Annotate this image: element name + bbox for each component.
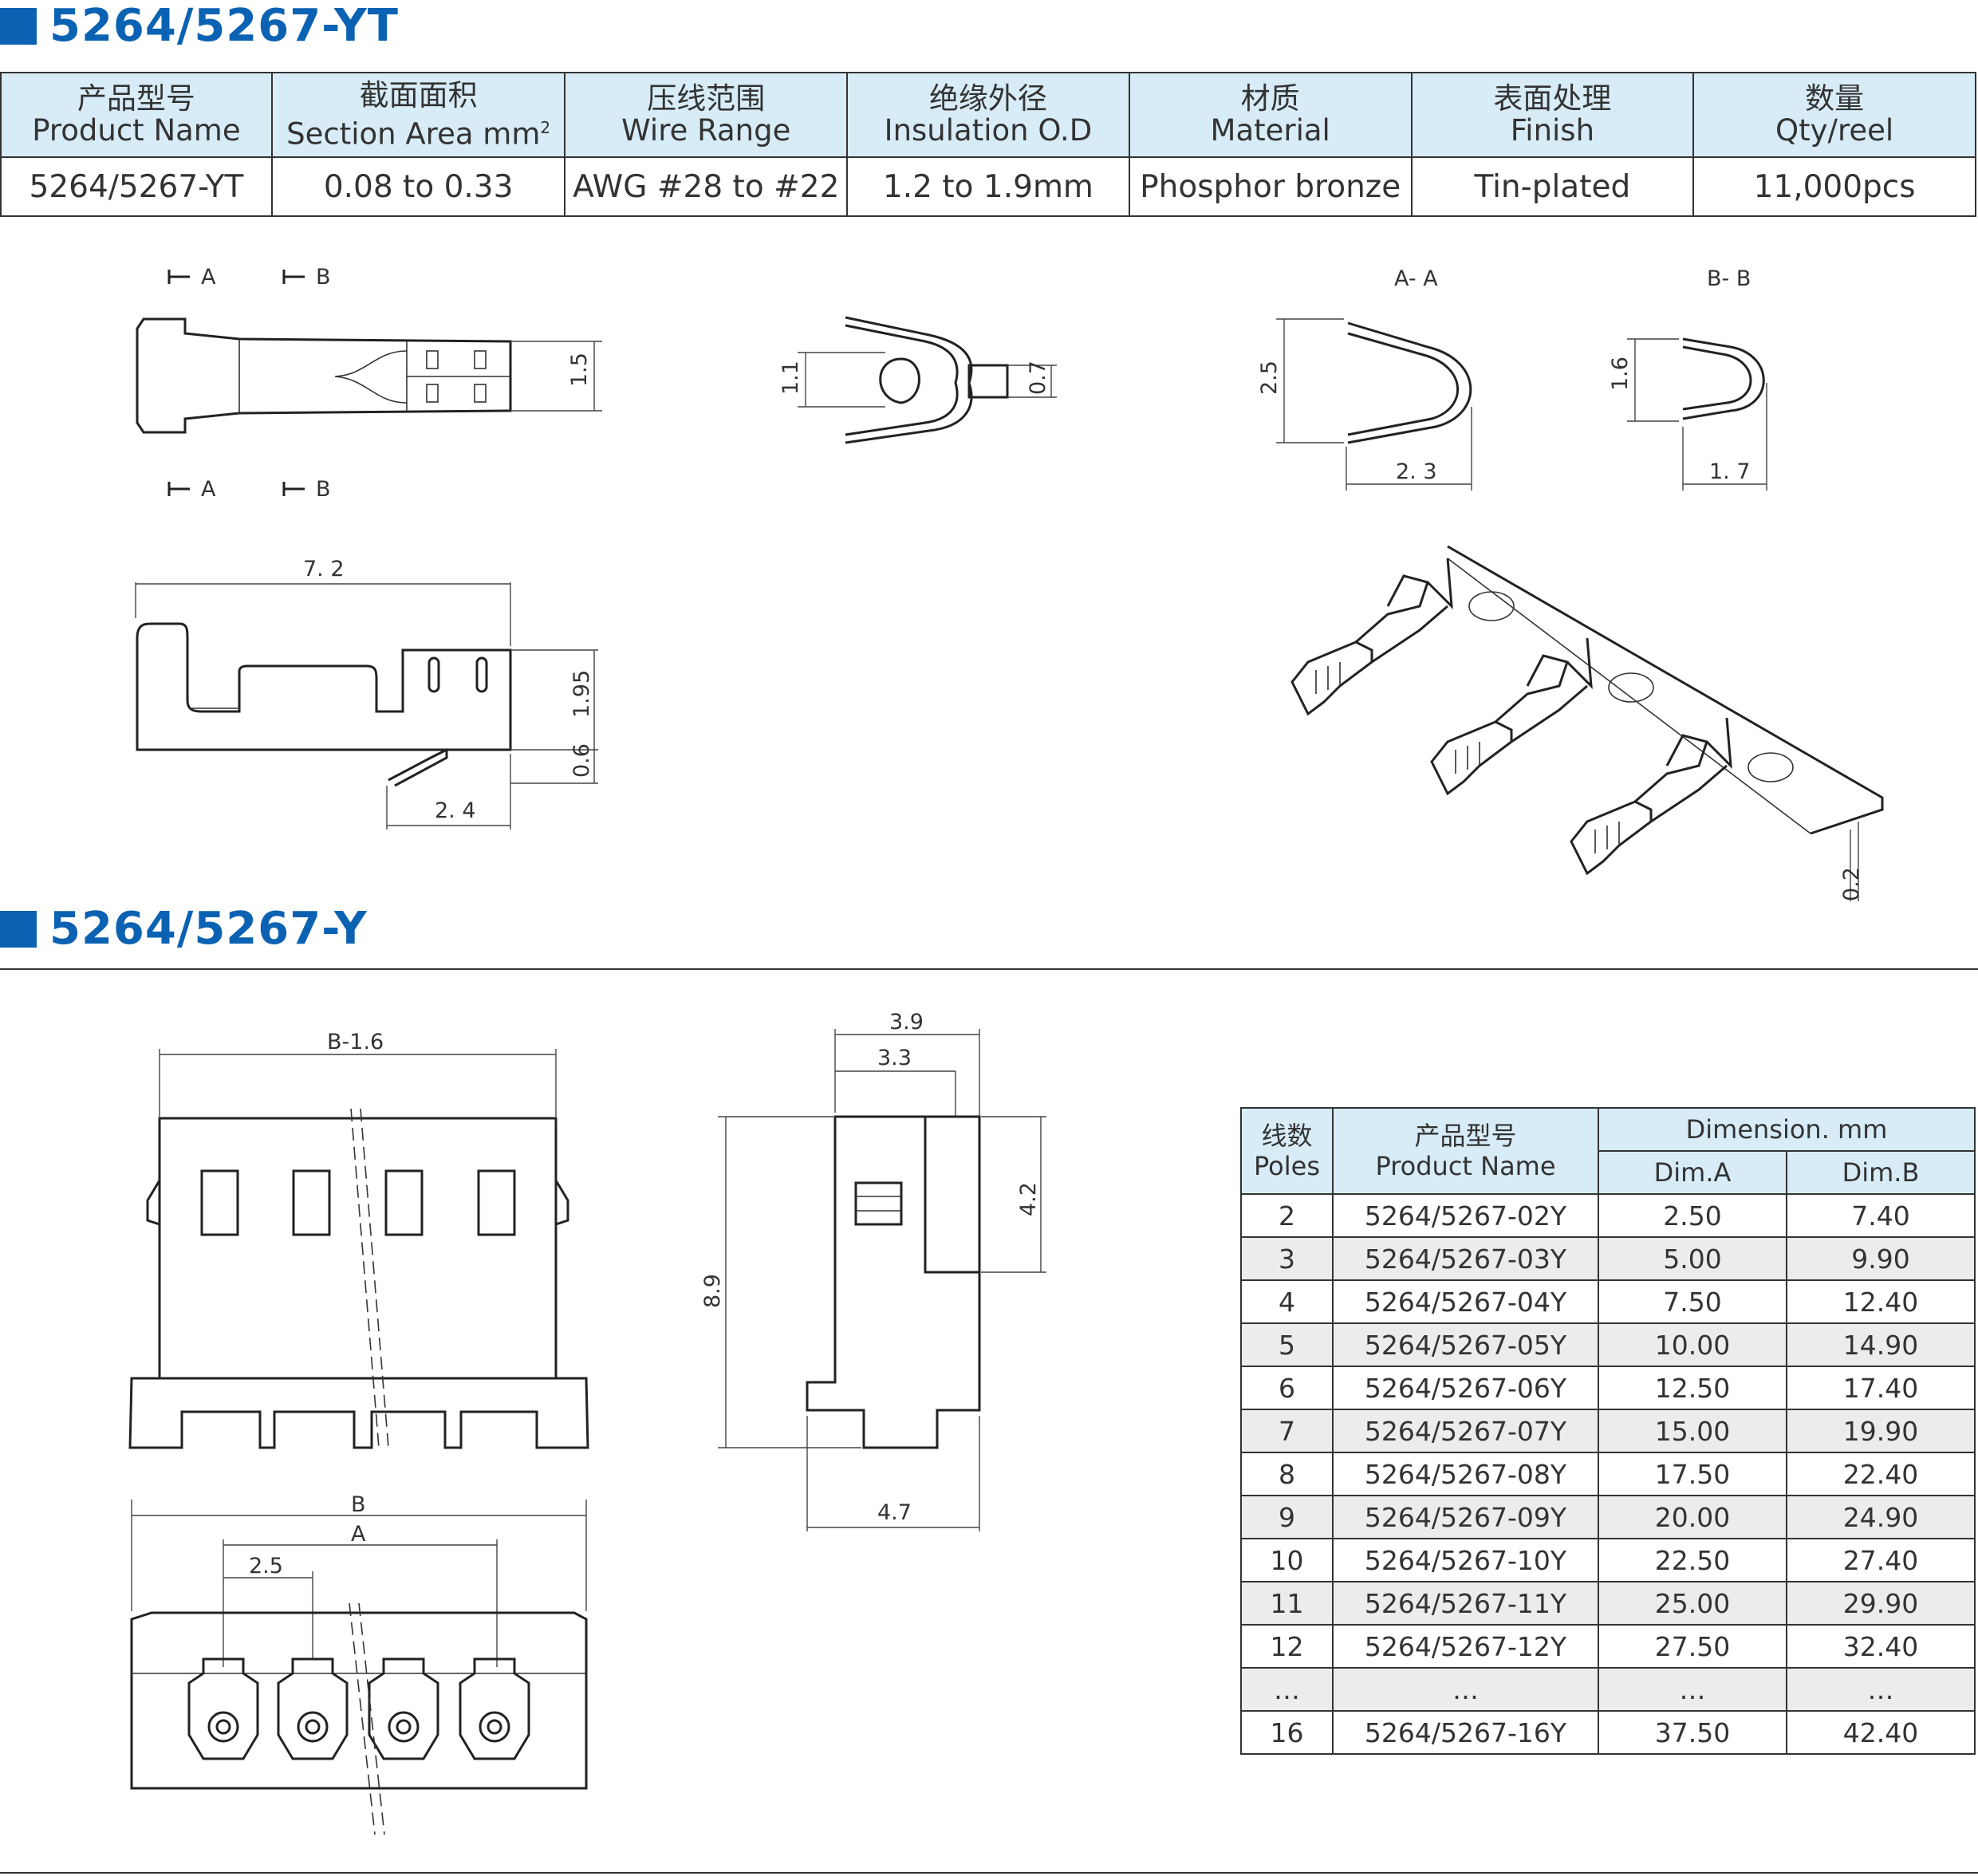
terminal-reel-isometric: 0.2 (1290, 545, 1884, 901)
section-divider (0, 968, 1978, 970)
cell-wire-range: AWG #28 to #22 (564, 156, 849, 218)
dim-4-7: 4.7 (877, 1500, 912, 1525)
dim-b: B (351, 1492, 366, 1517)
dim-1-1: 1.1 (778, 361, 803, 395)
header-dim-a: Dim.A (1598, 1150, 1787, 1195)
cell-finish: Tin-plated (1410, 156, 1695, 218)
page-bottom-rule (0, 1872, 1978, 1874)
cell-section-area: 0.08 to 0.33 (270, 156, 566, 218)
dim-1-7: 1. 7 (1709, 459, 1751, 484)
dim-0-7: 0.7 (1026, 361, 1050, 395)
dim-pitch-2-5: 2.5 (249, 1554, 283, 1578)
section-mark-b: B (316, 477, 331, 502)
dim-1-95: 1.95 (569, 670, 594, 718)
housing-side-view: 3.9 3.3 4.2 8.9 4.7 (700, 1010, 1046, 1531)
section-heading-y: 5264/5267-Y (0, 903, 368, 955)
section-mark-b: B (316, 265, 331, 290)
dim-1-5: 1.5 (567, 353, 592, 387)
dim-2-5: 2.5 (1257, 361, 1282, 395)
dim-7-2: 7. 2 (303, 557, 345, 581)
cell-insulation-od: 1.2 to 1.9mm (846, 156, 1130, 218)
section-view-bb: B- B 1.6 1. 7 (1608, 266, 1767, 491)
terminal-end-view: 1.1 0.7 (778, 316, 1057, 444)
dim-0-2: 0.2 (1839, 867, 1864, 901)
section-heading-yt: 5264/5267-YT (0, 0, 399, 52)
dim-0-6: 0.6 (569, 743, 594, 778)
terminal-side-view: 7. 2 1.95 0.6 2. 4 (135, 557, 598, 830)
section-title: 5264/5267-Y (49, 903, 368, 955)
cell-material: Phosphor bronze (1128, 156, 1413, 218)
dim-2-4: 2. 4 (435, 798, 476, 823)
section-mark-a: A (201, 477, 216, 502)
dim-8-9: 8.9 (700, 1274, 725, 1308)
section-marker (0, 7, 37, 45)
dim-1-6: 1.6 (1608, 357, 1633, 391)
dim-2-3: 2. 3 (1396, 459, 1437, 484)
section-marker (0, 910, 37, 948)
dim-3-9: 3.9 (889, 1010, 924, 1035)
housing-front-view: B-1.6 (128, 1030, 589, 1449)
dim-b-minus-1-6: B-1.6 (327, 1030, 384, 1054)
cell-qty-reel: 11,000pcs (1692, 156, 1976, 218)
section-mark-a: A (201, 265, 216, 290)
header-dimension: Dimension. mm (1598, 1107, 1976, 1152)
section-label-bb: B- B (1707, 266, 1751, 291)
section-view-aa: A- A 2.5 2. 3 (1257, 266, 1472, 491)
section-title: 5264/5267-YT (49, 0, 399, 52)
dim-a: A (351, 1522, 366, 1547)
header-dim-b: Dim.B (1786, 1150, 1976, 1195)
housing-bottom-view: B A 2.5 (130, 1492, 588, 1835)
section-label-aa: A- A (1394, 266, 1438, 291)
dim-4-2: 4.2 (1016, 1182, 1041, 1216)
cell-product-name: 5264/5267-YT (0, 156, 273, 218)
table-row: ………… (1240, 1667, 1976, 1712)
dim-3-3: 3.3 (877, 1046, 912, 1070)
terminal-top-view: 1.5 A B A B (136, 265, 602, 502)
